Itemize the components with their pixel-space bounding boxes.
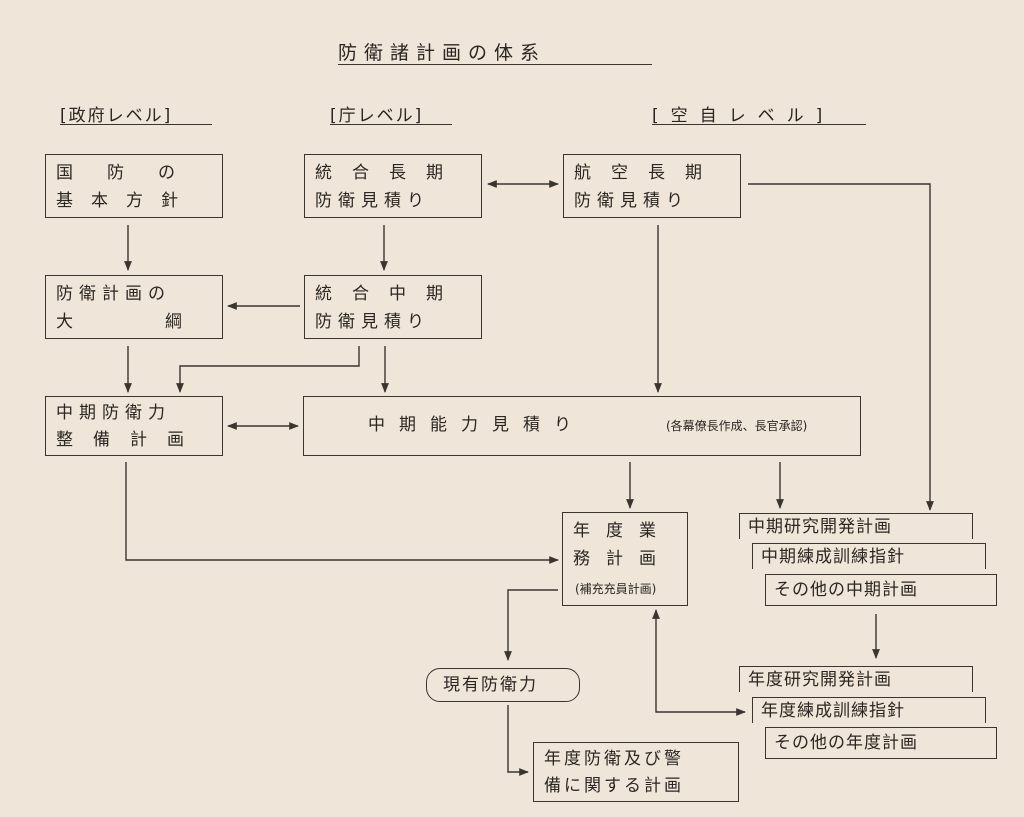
node-mid-buildup-line2: 整備計画 xyxy=(56,430,204,450)
node-annual-ops: 年度業 務計画 (補充充員計画) xyxy=(562,512,688,606)
arrow-buildup-to-annualops xyxy=(125,462,559,564)
node-mid-capability-label: 中期能力見積り xyxy=(368,415,585,435)
node-joint-long-line1: 統合長期 xyxy=(315,163,463,183)
node-air-long: 航空長期 防衛見積り xyxy=(563,154,741,218)
node-annual-defense-line2: 備に関する計画 xyxy=(544,776,684,796)
node-air-long-line1: 航空長期 xyxy=(574,163,722,183)
arrow-annualops-to-currentforce xyxy=(504,589,558,661)
node-mid-capability-note: (各幕僚長作成、長官承認) xyxy=(666,419,808,433)
node-joint-mid-line2: 防衛見積り xyxy=(315,312,430,332)
node-annual-defense: 年度防衛及び警 備に関する計画 xyxy=(533,742,739,802)
node-joint-mid: 統合中期 防衛見積り xyxy=(304,275,482,339)
node-outline: 防衛計画の 大綱 xyxy=(45,275,223,339)
node-current-force: 現有防衛力 xyxy=(426,668,580,702)
node-joint-long-line2: 防衛見積り xyxy=(315,191,430,211)
arrow-jointmid-to-buildup xyxy=(176,346,360,393)
level-underline-asdf xyxy=(652,124,866,125)
arrow-annualtraining-annualops xyxy=(652,609,746,716)
node-mid-buildup-line1: 中期防衛力 xyxy=(56,403,171,423)
node-basic-policy-line1: 国防の xyxy=(56,163,209,183)
node-mid-training-label: 中期練成訓練指針 xyxy=(761,547,905,567)
node-mid-rnd-label: 中期研究開発計画 xyxy=(748,517,892,537)
node-annual-training: 年度練成訓練指針 xyxy=(752,697,986,723)
arrow-currentforce-to-annualdefense xyxy=(507,705,529,776)
arrow-airlong-to-midrnd xyxy=(748,183,934,511)
node-basic-policy-line2: 基本方針 xyxy=(56,191,196,211)
title-underline xyxy=(338,64,652,65)
node-annual-ops-note: (補充充員計画) xyxy=(575,582,657,596)
node-mid-training: 中期練成訓練指針 xyxy=(752,543,986,569)
node-annual-ops-line1: 年度業 xyxy=(573,521,672,541)
node-mid-other: その他の中期計画 xyxy=(765,574,997,606)
node-outline-line2: 大綱 xyxy=(56,312,274,332)
node-current-force-label: 現有防衛力 xyxy=(443,675,538,695)
level-underline-agency xyxy=(330,124,452,125)
node-mid-buildup: 中期防衛力 整備計画 xyxy=(45,396,223,456)
level-header-agency: [庁レベル] xyxy=(330,106,424,126)
node-mid-other-label: その他の中期計画 xyxy=(774,580,918,600)
node-joint-mid-line1: 統合中期 xyxy=(315,284,463,304)
node-annual-training-label: 年度練成訓練指針 xyxy=(761,701,905,721)
level-header-asdf: [空自レベル] xyxy=(652,106,835,126)
node-outline-line1: 防衛計画の xyxy=(56,284,171,304)
level-underline-government xyxy=(60,124,212,125)
node-annual-other-label: その他の年度計画 xyxy=(774,733,918,753)
node-air-long-line2: 防衛見積り xyxy=(574,191,689,211)
diagram-title: 防衛諸計画の体系 xyxy=(338,42,547,64)
node-annual-defense-line1: 年度防衛及び警 xyxy=(544,749,684,769)
node-annual-rnd-label: 年度研究開発計画 xyxy=(748,670,892,690)
level-header-government: [政府レベル] xyxy=(60,106,173,126)
node-mid-rnd: 中期研究開発計画 xyxy=(739,513,973,539)
node-mid-capability: 中期能力見積り (各幕僚長作成、長官承認) xyxy=(303,396,861,456)
node-annual-ops-line2: 務計画 xyxy=(573,549,672,569)
node-basic-policy: 国防の 基本方針 xyxy=(45,154,223,218)
node-annual-rnd: 年度研究開発計画 xyxy=(739,666,973,692)
node-joint-long: 統合長期 防衛見積り xyxy=(304,154,482,218)
node-annual-other: その他の年度計画 xyxy=(765,727,997,759)
